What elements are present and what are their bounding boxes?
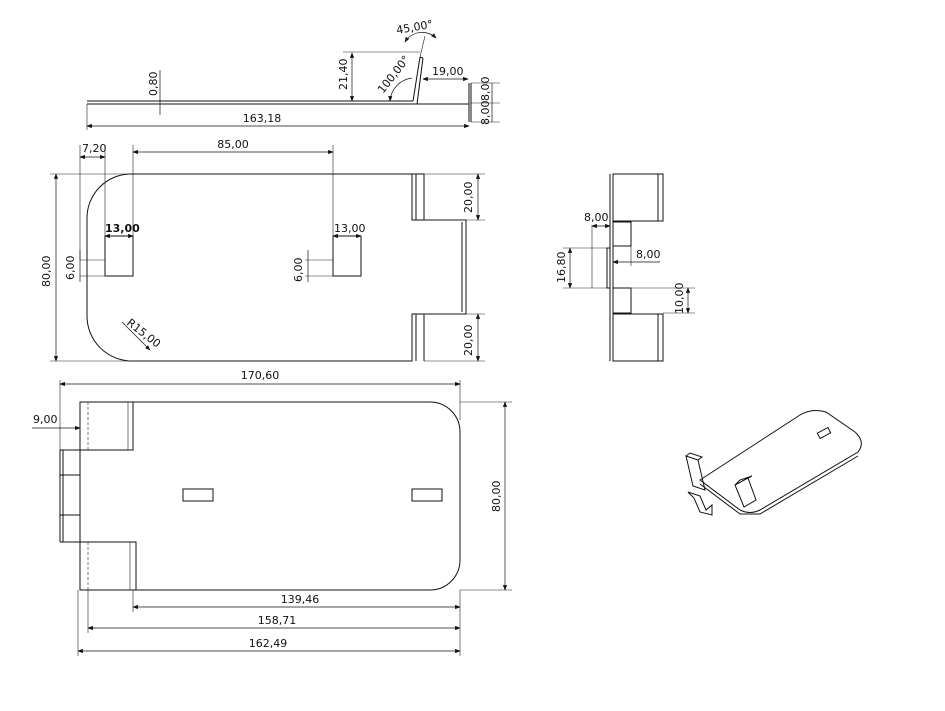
dim-width: 80,00 <box>40 256 53 288</box>
dim-flap-height: 21,40 <box>337 59 350 91</box>
dim-flap-offset: 19,00 <box>432 65 464 78</box>
dim-tab-width-top: 20,00 <box>462 182 475 214</box>
dim-corner-radius: R15,00 <box>124 316 163 350</box>
dim-slot-height-right: 6,00 <box>292 258 305 283</box>
end-view: 8,00 8,00 16,80 10,00 <box>555 173 695 362</box>
dim-bottom-tab-depth: 9,00 <box>33 413 58 426</box>
dim-tab-offset: 8,00 <box>636 248 661 261</box>
dim-thickness: 0,80 <box>147 72 160 97</box>
bottom-view: 170,60 9,00 80,00 139,46 158,71 162,49 <box>32 369 512 656</box>
dim-slot-height-left: 6,00 <box>64 256 77 281</box>
dim-overall: 170,60 <box>241 369 280 382</box>
dim-b: 158,71 <box>258 614 297 627</box>
top-view: 7,20 85,00 13,00 13,00 6,00 6,00 80,00 R… <box>40 138 485 362</box>
dim-tab-depth: 8,00 <box>584 211 609 224</box>
dim-a: 139,46 <box>281 593 320 606</box>
dim-length: 163,18 <box>243 112 282 125</box>
dim-gap: 10,00 <box>673 283 686 315</box>
isometric-view <box>685 410 862 516</box>
dim-slot-width-right: 13,00 <box>334 222 366 235</box>
dim-bottom-width: 80,00 <box>490 481 503 513</box>
dim-c: 162,49 <box>249 637 288 650</box>
dim-flap-angle: 45,00° <box>395 18 434 37</box>
dim-tab-down: 8,00 <box>479 101 492 126</box>
dim-edge-offset: 7,20 <box>82 142 107 155</box>
dim-slot-width-left: 13,00 <box>105 222 140 235</box>
dim-tab-up: 8,00 <box>479 77 492 102</box>
side-view: 163,18 0,80 21,40 100,00° 45,00° 19,00 8… <box>86 18 500 130</box>
dim-slot-spacing: 85,00 <box>217 138 249 151</box>
dim-tab-width-bottom: 20,00 <box>462 325 475 357</box>
dim-center-height: 16,80 <box>555 252 568 284</box>
